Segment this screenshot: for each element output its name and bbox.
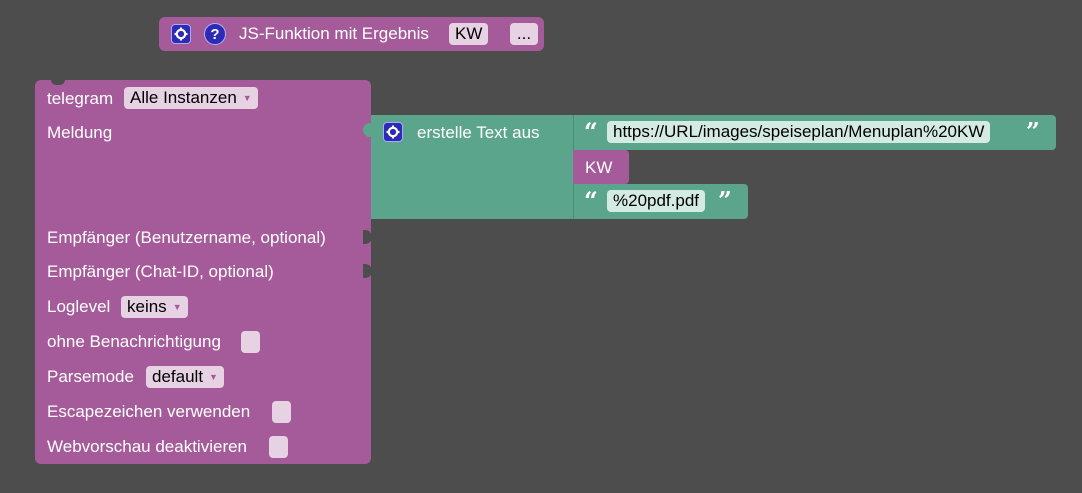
- loglevel-label: Loglevel: [47, 297, 111, 316]
- text-item-1-field[interactable]: https://URL/images/speiseplan/Menuplan%2…: [607, 121, 991, 143]
- quote-open-icon: “: [584, 117, 598, 146]
- instance-dropdown[interactable]: Alle Instanzen ▼: [124, 87, 258, 109]
- instance-value: Alle Instanzen: [130, 88, 237, 107]
- loglevel-value: keins: [127, 297, 167, 316]
- quote-close-icon: ”: [718, 186, 732, 215]
- silent-checkbox[interactable]: [241, 331, 260, 353]
- triangle-down-icon: ▼: [242, 93, 252, 103]
- text-item-3-field[interactable]: %20pdf.pdf: [607, 190, 706, 212]
- triangle-down-icon: ▼: [209, 372, 218, 382]
- variable-kw-label: KW: [585, 158, 613, 177]
- parsemode-value: default: [152, 367, 204, 386]
- function-name-field[interactable]: KW: [449, 23, 489, 45]
- recipient-chat-label: Empfänger (Chat-ID, optional): [47, 262, 274, 281]
- triangle-down-icon: ▼: [172, 302, 182, 312]
- block-notch: [51, 80, 65, 85]
- escape-checkbox[interactable]: [272, 401, 291, 423]
- more-button[interactable]: ...: [510, 23, 538, 45]
- parsemode-dropdown[interactable]: default ▼: [146, 366, 224, 388]
- quote-close-icon: ”: [1026, 117, 1040, 146]
- escape-label: Escapezeichen verwenden: [47, 402, 251, 421]
- text-join-block[interactable]: erstelle Text aus: [371, 115, 576, 219]
- silent-label: ohne Benachrichtigung: [47, 332, 221, 351]
- help-icon[interactable]: ?: [204, 23, 226, 45]
- preview-label: Webvorschau deaktivieren: [47, 437, 248, 456]
- function-block[interactable]: ? JS-Funktion mit Ergebnis KW ...: [159, 17, 544, 51]
- preview-checkbox[interactable]: [269, 436, 288, 458]
- recipient-user-label: Empfänger (Benutzername, optional): [47, 228, 326, 247]
- message-label: Meldung: [47, 123, 113, 142]
- text-join-label: erstelle Text aus: [417, 123, 540, 142]
- instance-label: telegram: [47, 89, 114, 108]
- text-item-1[interactable]: “ https://URL/images/speiseplan/Menuplan…: [573, 115, 1056, 150]
- recipient-chat-input-socket[interactable]: [363, 264, 372, 278]
- recipient-user-input-socket[interactable]: [363, 230, 372, 244]
- telegram-block[interactable]: telegram Alle Instanzen ▼ Meldung Empfäng…: [35, 80, 372, 464]
- text-item-3[interactable]: “ %20pdf.pdf ”: [573, 184, 748, 219]
- gear-icon[interactable]: [171, 24, 191, 44]
- quote-open-icon: “: [584, 186, 598, 215]
- variable-kw-block[interactable]: KW: [573, 150, 629, 184]
- loglevel-dropdown[interactable]: keins ▼: [121, 296, 188, 318]
- function-label: JS-Funktion mit Ergebnis: [239, 24, 429, 43]
- text-join-output-tab: [363, 123, 371, 137]
- gear-icon[interactable]: [383, 122, 403, 142]
- parsemode-label: Parsemode: [47, 367, 134, 386]
